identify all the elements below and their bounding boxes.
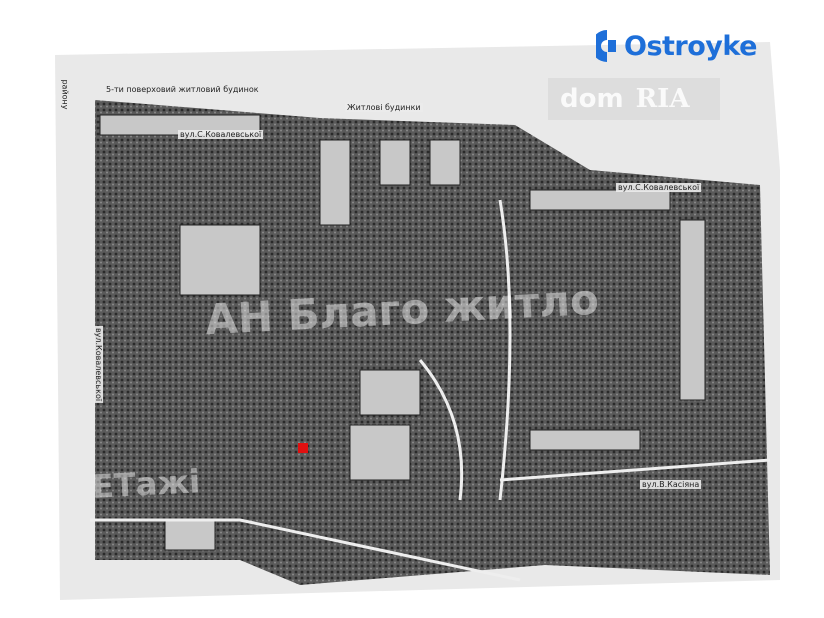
ostroyke-logo-text: Ostroyke: [624, 30, 757, 62]
label-five-storey: 5-ти поверховий житловий будинок: [106, 85, 259, 94]
label-street-kovalevskoi-1: вул.С.Ковалевської: [178, 130, 264, 139]
location-marker: [298, 443, 308, 453]
label-residential: Житлові будинки: [345, 103, 423, 112]
label-street-kasiyana: вул.В.Касіяна: [640, 480, 702, 489]
label-side-street-left: вул.Ковалевської: [94, 325, 104, 404]
buildings: [99, 114, 706, 551]
label-side-street-top: району: [60, 79, 70, 110]
site-area: [95, 100, 770, 585]
dom-text: dom: [560, 84, 624, 114]
ria-text: RIA: [635, 84, 690, 114]
roads: [90, 199, 771, 582]
ostroyke-logo-icon: [596, 30, 616, 62]
dom-ria-watermark: dom RIA: [548, 78, 720, 120]
etazhi-watermark: ЕТажі: [91, 462, 202, 506]
label-street-kovalevskoi-2: вул.С.Ковалевської: [616, 183, 702, 192]
ostroyke-logo: Ostroyke: [596, 28, 757, 64]
